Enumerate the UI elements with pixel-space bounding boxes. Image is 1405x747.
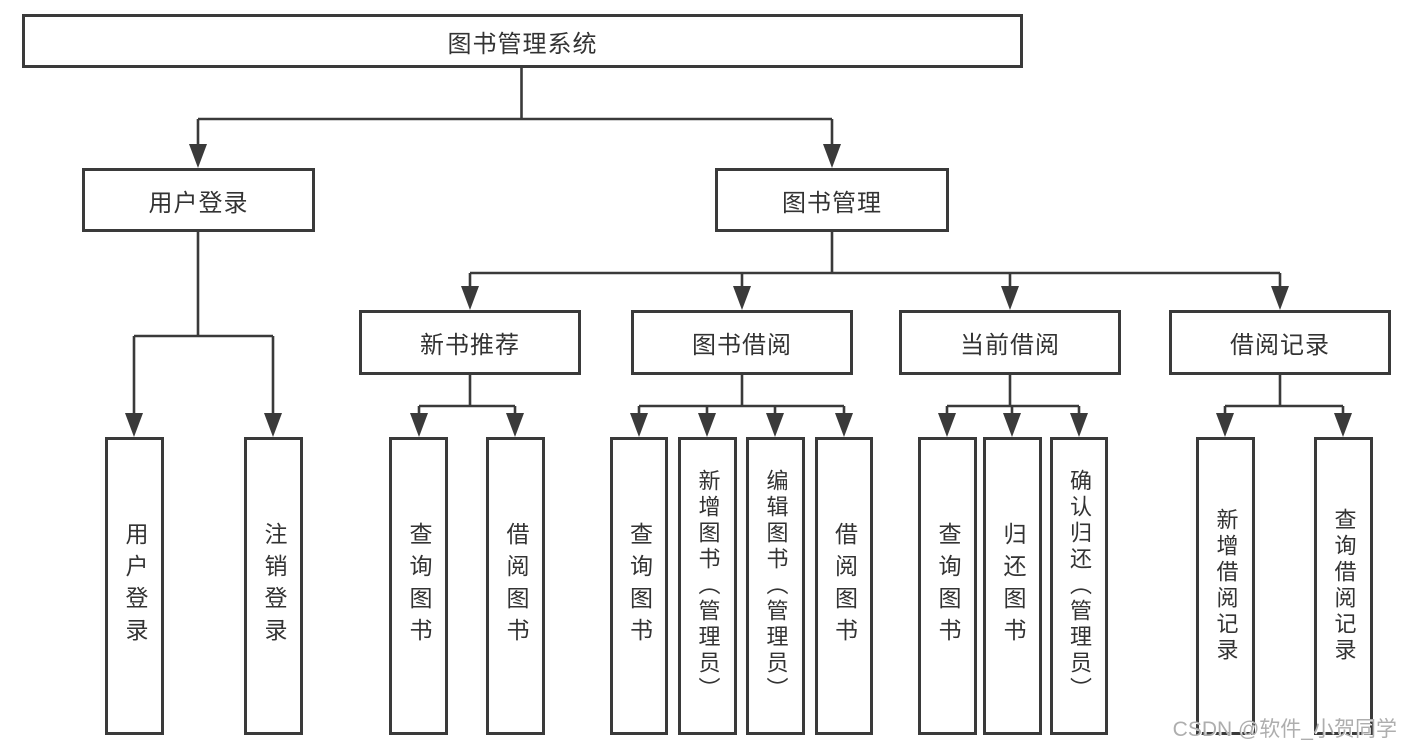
leaf-logout-login: 注销登录 [244, 437, 303, 735]
leaf-borrow-books-borrowing-label: 借阅图书 [831, 522, 858, 650]
leaf-query-books-recommend: 查询图书 [389, 437, 448, 735]
node-root-label: 图书管理系统 [447, 30, 598, 58]
leaf-query-books-current: 查询图书 [918, 437, 977, 735]
node-book-management: 图书管理 [715, 168, 949, 232]
leaf-borrow-books-borrowing: 借阅图书 [815, 437, 873, 735]
leaf-query-books-current-label: 查询图书 [935, 522, 961, 650]
leaf-borrow-books-recommend: 借阅图书 [486, 437, 545, 735]
node-current-borrowing-label: 当前借阅 [960, 332, 1060, 359]
leaf-add-books-admin-label: 新增图书（管理员） [695, 469, 721, 703]
node-borrowing-records: 借阅记录 [1169, 310, 1391, 375]
leaf-query-books-borrowing: 查询图书 [610, 437, 668, 735]
leaf-user-login: 用户登录 [105, 437, 164, 735]
leaf-add-borrow-record: 新增借阅记录 [1196, 437, 1255, 735]
node-book-borrowing-label: 图书借阅 [692, 332, 792, 359]
leaf-confirm-return-admin-label: 确认归还（管理员） [1067, 469, 1092, 703]
node-new-book-recommendation: 新书推荐 [359, 310, 581, 375]
leaf-logout-login-label: 注销登录 [261, 522, 287, 650]
leaf-confirm-return-admin: 确认归还（管理员） [1050, 437, 1108, 735]
node-new-book-recommendation-label: 新书推荐 [420, 332, 520, 359]
leaf-return-books: 归还图书 [983, 437, 1042, 735]
leaf-query-books-recommend-label: 查询图书 [406, 522, 432, 650]
leaf-return-books-label: 归还图书 [1000, 522, 1026, 650]
node-root: 图书管理系统 [22, 14, 1023, 68]
leaf-borrow-books-recommend-label: 借阅图书 [503, 522, 529, 650]
node-user-login: 用户登录 [82, 168, 315, 232]
leaf-user-login-label: 用户登录 [122, 522, 148, 650]
node-book-management-label: 图书管理 [782, 189, 882, 217]
leaf-add-borrow-record-label: 新增借阅记录 [1213, 508, 1239, 664]
leaf-query-books-borrowing-label: 查询图书 [626, 522, 653, 650]
leaf-edit-books-admin: 编辑图书（管理员） [746, 437, 805, 735]
leaf-add-books-admin: 新增图书（管理员） [678, 437, 737, 735]
leaf-query-borrow-record: 查询借阅记录 [1314, 437, 1373, 735]
leaf-query-borrow-record-label: 查询借阅记录 [1331, 508, 1357, 664]
csdn-watermark: CSDN @软件_小贺同学 [1172, 718, 1397, 741]
node-current-borrowing: 当前借阅 [899, 310, 1121, 375]
node-user-login-label: 用户登录 [148, 189, 249, 217]
node-book-borrowing: 图书借阅 [631, 310, 853, 375]
leaf-edit-books-admin-label: 编辑图书（管理员） [763, 469, 789, 703]
node-borrowing-records-label: 借阅记录 [1230, 332, 1330, 359]
